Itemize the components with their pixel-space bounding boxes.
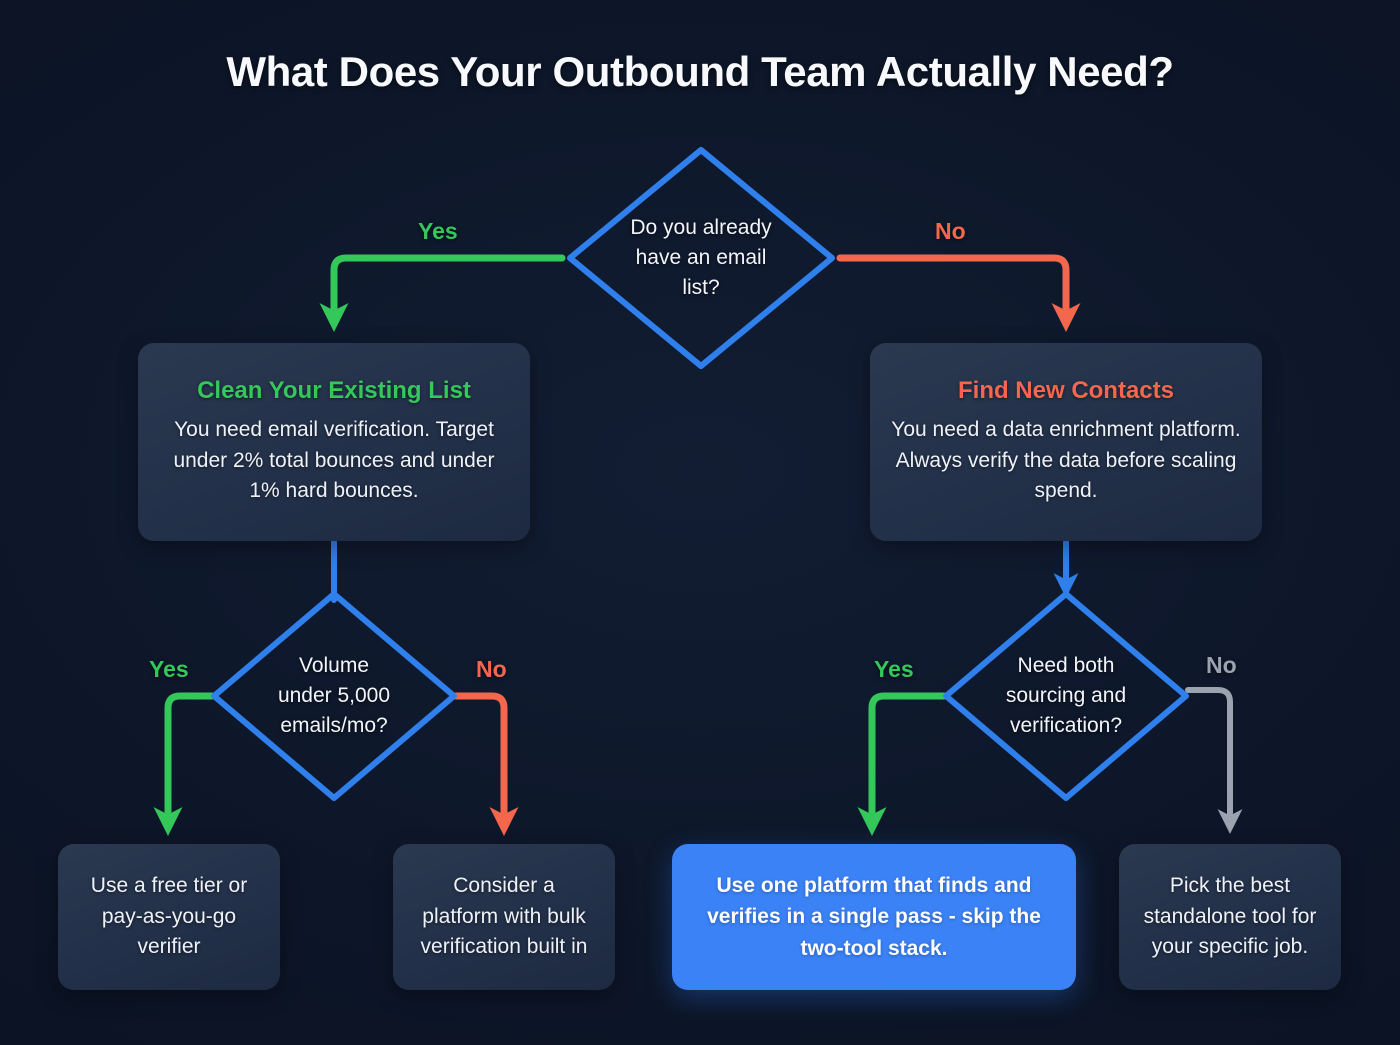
branch-label-root-no: No	[935, 218, 966, 244]
decision-root-line-1: Do you already	[630, 216, 772, 240]
page-title: What Does Your Outbound Team Actually Ne…	[226, 48, 1174, 95]
edge-left-no	[452, 692, 519, 836]
edge-right-no	[1185, 687, 1243, 834]
decision-need-both[interactable]: Need both sourcing and verification?	[938, 586, 1194, 806]
card-one-platform[interactable]: Use one platform that finds and verifies…	[672, 844, 1076, 990]
decision-volume[interactable]: Volume under 5,000 emails/mo?	[206, 586, 462, 806]
card-find-new-contacts-body: You need a data enrichment platform. Alw…	[891, 418, 1241, 503]
decision-need-both-text: Need both sourcing and verification?	[938, 586, 1194, 806]
decision-volume-line-3: emails/mo?	[280, 713, 388, 737]
diamond-shape	[567, 147, 835, 369]
card-find-new-contacts-heading: Find New Contacts	[957, 377, 1174, 405]
card-clean-existing-list-body: You need email verification. Target unde…	[173, 418, 495, 503]
card-free-tier-body: Use a free tier or pay-as-you-go verifie…	[90, 874, 248, 959]
card-free-tier[interactable]: Use a free tier or pay-as-you-go verifie…	[58, 844, 280, 990]
decision-volume-line-2: under 5,000	[277, 684, 391, 708]
edge-root-no	[836, 254, 1081, 332]
card-bulk-platform-body: Consider a platform with bulk verificati…	[420, 874, 588, 959]
branch-label-volume-yes: Yes	[149, 656, 189, 682]
card-find-new-contacts[interactable]: Find New Contacts You need a data enrich…	[870, 343, 1262, 541]
card-standalone-tool[interactable]: Pick the best standalone tool for your s…	[1119, 844, 1341, 990]
branch-label-need-both-no: No	[1206, 652, 1237, 678]
card-clean-existing-list[interactable]: Clean Your Existing List You need email …	[138, 343, 530, 541]
decision-root-line-3: list?	[682, 275, 720, 299]
decision-root-text: Do you already have an email list?	[562, 142, 840, 374]
decision-root-line-2: have an email	[635, 246, 767, 270]
card-clean-existing-list-heading: Clean Your Existing List	[197, 377, 471, 405]
diamond-shape	[943, 591, 1189, 801]
branch-label-need-both-yes: Yes	[874, 656, 914, 682]
edge-right-yes	[857, 692, 948, 836]
decision-need-both-line-2: sourcing and	[1005, 684, 1127, 708]
card-standalone-tool-body: Pick the best standalone tool for your s…	[1143, 874, 1317, 959]
card-one-platform-body: Use one platform that finds and verifies…	[707, 873, 1041, 960]
branch-label-root-yes: Yes	[418, 218, 458, 244]
diamond-shape	[211, 591, 457, 801]
decision-need-both-line-1: Need both	[1017, 654, 1115, 678]
branch-label-volume-no: No	[476, 656, 507, 682]
decision-volume-line-1: Volume	[298, 654, 370, 678]
decision-root[interactable]: Do you already have an email list?	[562, 142, 840, 374]
card-bulk-platform[interactable]: Consider a platform with bulk verificati…	[393, 844, 615, 990]
decision-need-both-line-3: verification?	[1009, 713, 1123, 737]
edge-root-yes	[319, 254, 566, 332]
decision-volume-text: Volume under 5,000 emails/mo?	[206, 586, 462, 806]
